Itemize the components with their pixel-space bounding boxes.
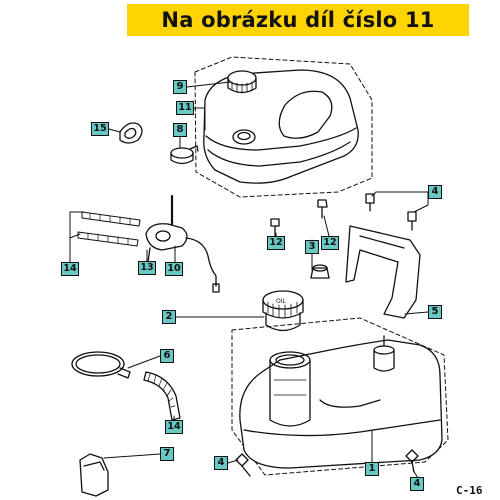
title-banner: Na obrázku díl číslo 11 (127, 4, 469, 36)
callout-11: 11 (176, 101, 194, 115)
bolt-part-12b (317, 199, 328, 219)
callout-3: 3 (305, 240, 319, 254)
callout-13: 13 (138, 261, 156, 275)
callout-2: 2 (162, 310, 176, 324)
cap-part-9 (227, 70, 257, 94)
tank-cover-part-11 (203, 69, 359, 184)
callout-7: 7 (160, 447, 174, 461)
callout-12a: 12 (267, 236, 285, 250)
hose-part-14a (77, 211, 141, 247)
callout-4a: 4 (428, 185, 442, 199)
upper-assembly-outline (194, 56, 373, 198)
lower-assembly-outline (231, 317, 449, 476)
bolt-part-4b (235, 453, 251, 477)
fuel-cock-part-10 (145, 194, 220, 293)
hose-part-14b (143, 371, 181, 421)
callout-6: 6 (160, 349, 174, 363)
callout-12b: 12 (321, 236, 339, 250)
callout-8: 8 (173, 123, 187, 137)
grommet-part-3 (310, 264, 330, 279)
callout-14b: 14 (165, 420, 183, 434)
block-part-7 (79, 453, 109, 497)
leader-lines (69, 81, 429, 479)
svg-text:OIL: OIL (276, 298, 286, 305)
clamp-part-8 (170, 145, 199, 165)
callout-10: 10 (165, 262, 183, 276)
gasket-part-15 (119, 122, 143, 144)
oil-tank-part-1 (239, 335, 443, 469)
callout-14a: 14 (61, 262, 79, 276)
callout-15: 15 (91, 122, 109, 136)
callout-9: 9 (173, 80, 187, 94)
banner-title: Na obrázku díl číslo 11 (161, 8, 435, 32)
callout-5: 5 (428, 305, 442, 319)
callout-1: 1 (365, 462, 379, 476)
clamp-part-6 (71, 351, 131, 379)
callout-4b: 4 (214, 456, 228, 470)
callout-4c: 4 (410, 477, 424, 491)
filler-cap-part-2: OIL (262, 290, 304, 332)
page-code: C-16 (456, 484, 483, 497)
bolt-part-12a (270, 218, 280, 237)
bracket-part-5 (345, 225, 421, 319)
bolt-part-4a (365, 193, 417, 231)
